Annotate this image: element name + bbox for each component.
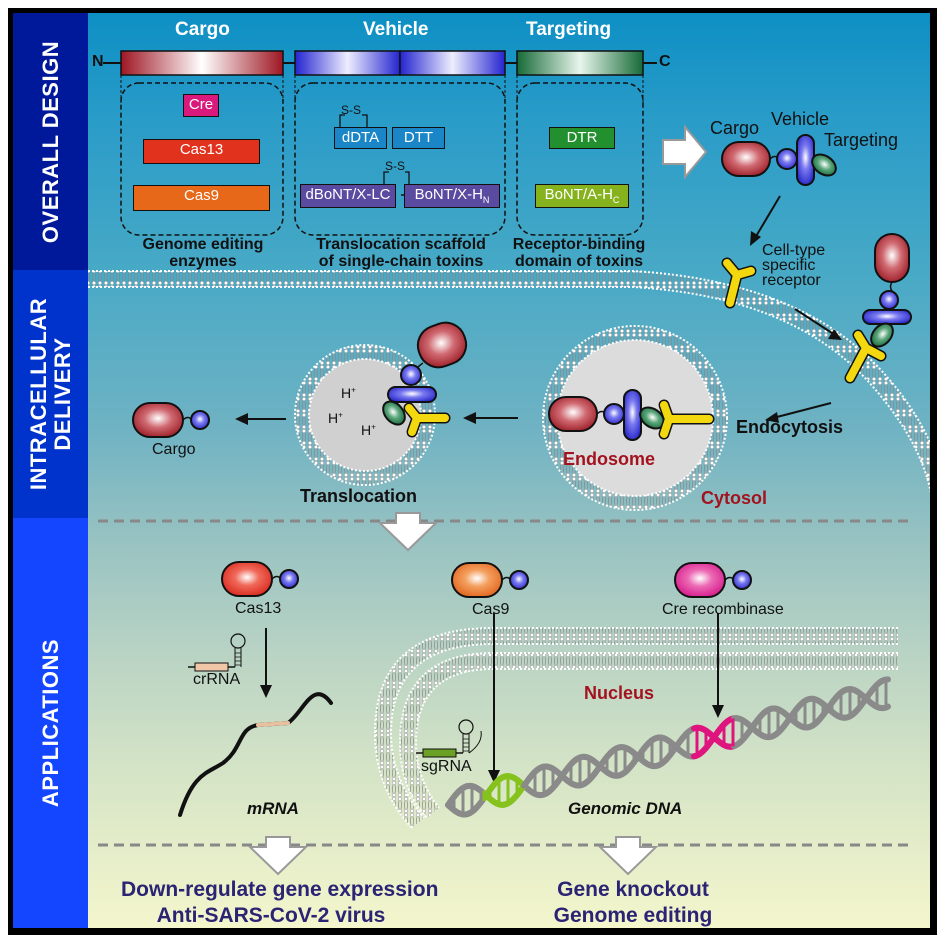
cargo-title: Cargo <box>175 19 230 40</box>
crRNA-icon <box>188 633 246 672</box>
mrna-strand <box>178 692 333 817</box>
dtr-box: DTR <box>549 127 615 149</box>
nuclear-membrane <box>374 628 898 829</box>
cas9-box: Cas9 <box>133 185 270 211</box>
sgRNA-icon <box>416 719 482 758</box>
endocytosis-label: Endocytosis <box>736 417 844 437</box>
cas13-label: Cas13 <box>235 600 282 617</box>
nucleus-label: Nucleus <box>584 683 655 703</box>
cytosol-label: Cytosol <box>701 488 768 508</box>
assembly-arrow <box>662 124 708 180</box>
proton-1: H+ <box>341 385 356 401</box>
translocation-vesicle <box>294 321 468 486</box>
bont-a-hc-sub: C <box>612 195 620 205</box>
sgRNA-label: sgRNA <box>421 758 472 775</box>
endosome-label: Endosome <box>563 449 656 469</box>
down-arrow-dna <box>597 836 659 876</box>
plasma-membrane <box>88 271 930 494</box>
proton-2: H+ <box>328 410 343 426</box>
c-terminus-label: C <box>659 53 671 70</box>
down-arrow-mrna <box>247 836 309 876</box>
sidebar-section-intracellular-delivery: INTRACELLULAR DELIVERY <box>13 270 88 518</box>
cell-receptor <box>721 257 757 309</box>
assembled-protein <box>721 134 837 186</box>
construct-bar <box>103 50 657 76</box>
mrna-label: mRNA <box>247 799 299 818</box>
cre-recombinase-label: Cre recombinase <box>662 601 784 618</box>
sidebar-section-applications: APPLICATIONS <box>13 518 88 928</box>
down-arrow <box>377 512 439 552</box>
cargo-options-box <box>120 82 284 236</box>
vehicle-domain-bar-2 <box>399 50 506 76</box>
targeting-title: Targeting <box>526 19 612 40</box>
assembled-cargo-label: Cargo <box>710 118 760 138</box>
cas9-label: Cas9 <box>472 601 510 618</box>
released-cargo-label: Cargo <box>152 441 196 458</box>
vehicle-title: Vehicle <box>363 19 429 40</box>
disulfide-label-1: S-S <box>341 103 362 117</box>
sidebar-section-overall-design: OVERALL DESIGN <box>13 13 88 270</box>
bont-x-hn-box: BoNT/X-HN <box>404 184 500 208</box>
targeting-domain-bar <box>516 50 644 76</box>
proton-3: H+ <box>361 422 376 438</box>
assembled-targeting-label: Targeting <box>824 130 899 150</box>
bont-a-hc-label: BoNT/A-H <box>544 186 613 203</box>
dtt-box: DTT <box>392 127 445 149</box>
figure-canvas: OVERALL DESIGN INTRACELLULAR DELIVERY AP… <box>13 13 930 928</box>
bont-x-hn-label: BoNT/X-H <box>414 186 483 203</box>
vehicle-options-box <box>294 82 506 236</box>
cre-fusion <box>674 562 752 598</box>
translocation-label: Translocation <box>300 486 418 506</box>
diagram-graphics <box>88 50 930 876</box>
vehicle-domain-bar-1 <box>294 50 401 76</box>
cargo-domain-bar <box>120 50 284 76</box>
endosome <box>542 325 728 511</box>
genomic-dna-label: Genomic DNA <box>568 799 683 818</box>
ddta-box: dDTA <box>334 127 387 149</box>
cas13-box: Cas13 <box>143 139 260 164</box>
crRNA-label: crRNA <box>193 671 241 688</box>
disulfide-label-2: S-S <box>385 159 406 173</box>
cas13-fusion <box>221 561 299 597</box>
n-terminus-label: N <box>92 53 104 70</box>
cre-box: Cre <box>183 94 219 117</box>
dbont-x-lc-box: dBoNT/X-LC <box>300 184 396 208</box>
assembled-vehicle-label: Vehicle <box>771 109 830 129</box>
targeting-options-box <box>516 82 644 236</box>
bound-protein <box>844 233 912 384</box>
genomic-dna-helix <box>445 676 891 818</box>
cas9-fusion <box>451 562 529 598</box>
bont-a-hc-box: BoNT/A-HC <box>535 184 629 208</box>
bont-x-hn-sub: N <box>482 195 490 205</box>
released-cargo <box>132 402 210 438</box>
